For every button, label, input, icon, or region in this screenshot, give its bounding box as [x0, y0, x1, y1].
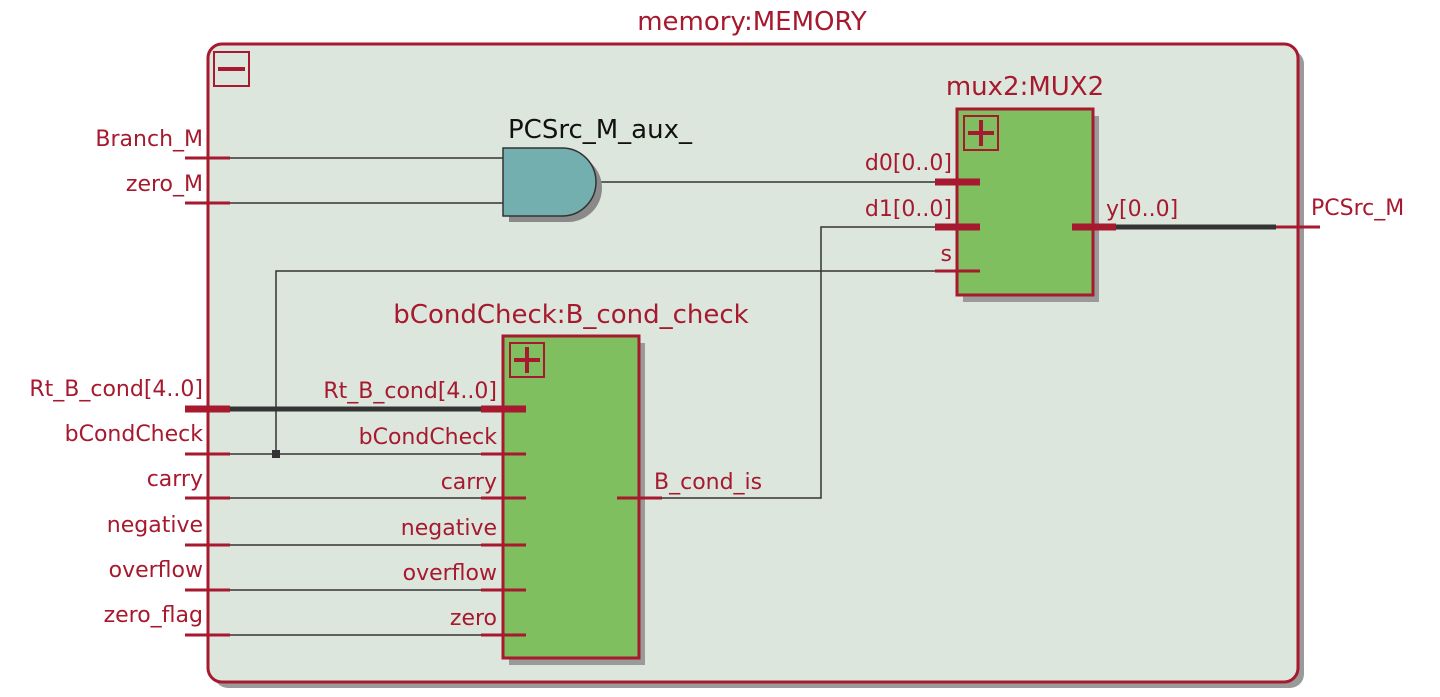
bcond-zero-label: zero [450, 606, 497, 631]
collapse-button[interactable] [213, 51, 250, 87]
mux-y-label: y[0..0] [1106, 197, 1178, 222]
junction-dot [272, 450, 280, 458]
wires [230, 157, 1276, 636]
bcond-title: bCondCheck:B_cond_check [393, 300, 748, 330]
plus-icon [968, 120, 994, 146]
mux-block[interactable] [955, 107, 1099, 302]
input-bcondcheck-label: bCondCheck [65, 422, 204, 447]
bcond-bcondcheck-label: bCondCheck [359, 425, 498, 450]
bcond-overflow-label: overflow [403, 561, 497, 586]
bcond-block[interactable] [501, 334, 645, 665]
and-gate-label: PCSrc_M_aux_ [508, 115, 693, 145]
input-negative-label: negative [107, 513, 203, 538]
output-pcsrc-label: PCSrc_M [1311, 196, 1404, 221]
mux-title: mux2:MUX2 [946, 72, 1104, 102]
input-branch-label: Branch_M [95, 127, 203, 152]
module-title: memory:MEMORY [637, 7, 867, 37]
input-overflow-label: overflow [109, 558, 203, 583]
bcond-rt-label: Rt_B_cond[4..0] [323, 379, 497, 404]
mux-s-label: s [941, 242, 952, 267]
mux-d1-label: d1[0..0] [865, 197, 952, 222]
input-zero-flag-label: zero_flag [104, 603, 203, 628]
mux-expand-button[interactable] [963, 115, 999, 151]
bcond-out-label: B_cond_is [654, 470, 762, 495]
input-carry-label: carry [147, 467, 203, 492]
module-memory[interactable] [206, 42, 1304, 688]
wire-bcondcheck-to-s [275, 270, 938, 454]
mux-d0-label: d0[0..0] [865, 151, 952, 176]
bcond-expand-button[interactable] [509, 342, 545, 378]
plus-icon [514, 347, 540, 373]
wire-bcondis-to-d1 [660, 226, 938, 499]
input-zero-label: zero_M [126, 172, 203, 197]
input-rt-b-cond-label: Rt_B_cond[4..0] [29, 377, 203, 402]
and-gate[interactable] [502, 147, 602, 222]
input-ports [185, 156, 230, 637]
bcond-negative-label: negative [401, 516, 497, 541]
bcond-carry-label: carry [441, 470, 497, 495]
